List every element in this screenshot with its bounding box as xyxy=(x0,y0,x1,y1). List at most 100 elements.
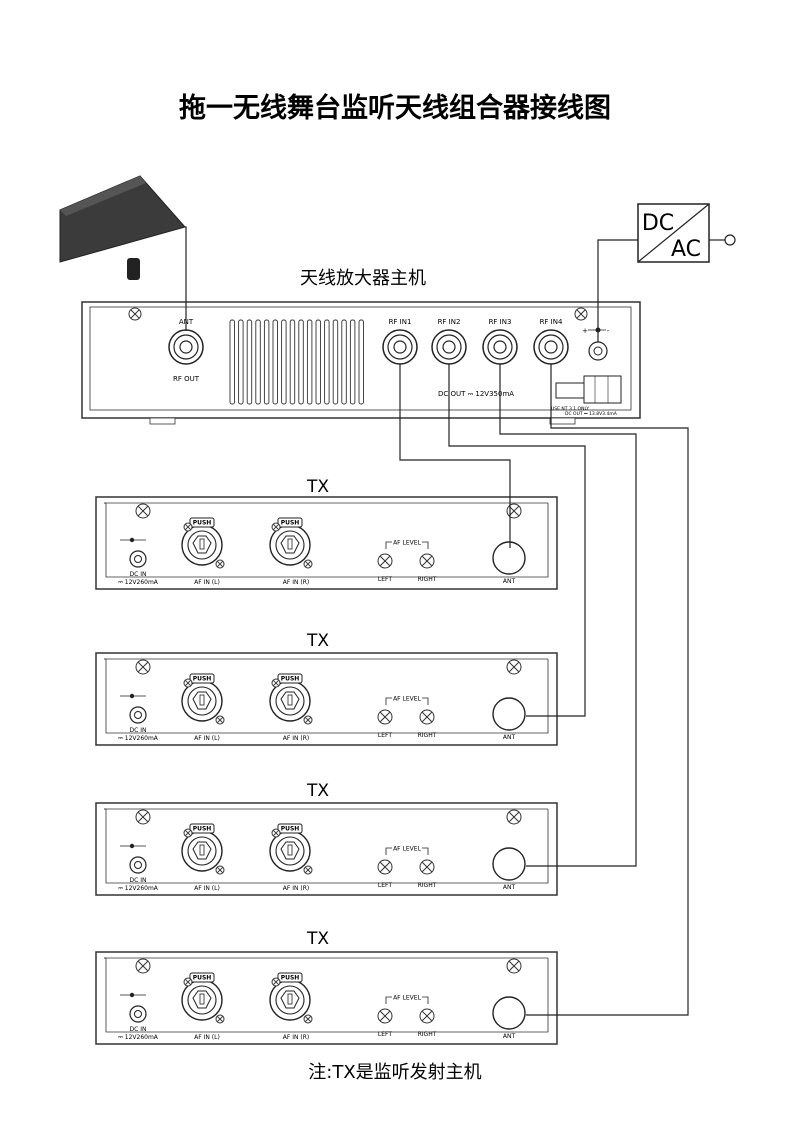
push-label: PUSH xyxy=(281,826,300,833)
vent-slot xyxy=(298,319,304,405)
rf-in1-label: RF IN1 xyxy=(389,318,412,326)
screw-icon xyxy=(271,977,281,987)
af-in-r-label: AF IN (R) xyxy=(283,885,309,892)
screw-icon xyxy=(506,809,522,825)
vent-slot xyxy=(306,319,313,405)
screw-icon xyxy=(377,859,393,875)
rf-in-connector-icon xyxy=(431,329,467,365)
screw-icon xyxy=(419,1008,435,1024)
tx3-label: TX xyxy=(306,781,329,801)
dc-in-jack-icon xyxy=(120,992,147,1023)
screw-icon xyxy=(419,859,435,875)
ventilation-grille xyxy=(229,319,364,405)
vent-slot xyxy=(358,319,364,405)
tx2-label: TX xyxy=(306,631,329,651)
rf-in4-label: RF IN4 xyxy=(540,318,563,326)
xlr-combo-jack-icon xyxy=(269,823,311,872)
vent-slot xyxy=(281,319,287,405)
screw-icon xyxy=(215,559,225,569)
bnc-connector-icon xyxy=(168,329,204,365)
dc-rating-label: ⎓ 12V260mA xyxy=(118,1034,159,1041)
adapter-text: USE NT 3.1 ONLY xyxy=(551,406,589,412)
rf-in-connector-icon xyxy=(533,329,569,365)
screw-icon xyxy=(128,307,142,321)
af-in-l-label: AF IN (L) xyxy=(194,579,220,586)
adapter-rating: DC OUT ⎓ 13.8V3.4mA xyxy=(565,411,618,417)
tx-ant-connector-icon xyxy=(492,996,526,1030)
xlr-combo-jack-icon xyxy=(181,517,223,566)
left-label: LEFT xyxy=(378,576,392,583)
screw-icon xyxy=(135,659,151,675)
push-label: PUSH xyxy=(193,676,212,683)
vent-slot xyxy=(238,319,244,405)
af-in-l-label: AF IN (L) xyxy=(194,735,220,742)
dc-in-label: DC IN xyxy=(130,571,147,578)
polarity-plus: + xyxy=(582,327,588,335)
push-label: PUSH xyxy=(281,520,300,527)
screw-icon xyxy=(303,559,313,569)
xlr-combo-jack-icon xyxy=(269,517,311,566)
dc-out-label: DC OUT ⎓ 12V350mA xyxy=(438,390,514,398)
right-label: RIGHT xyxy=(418,1031,437,1038)
af-in-l-label: AF IN (L) xyxy=(194,885,220,892)
right-label: RIGHT xyxy=(418,732,437,739)
screw-icon xyxy=(135,958,151,974)
tx-ant-connector-icon xyxy=(492,697,526,731)
screw-icon xyxy=(183,522,193,532)
screw-icon xyxy=(183,678,193,688)
dc-label: DC xyxy=(642,211,674,236)
rf-out-label: RF OUT xyxy=(173,375,200,383)
push-label: PUSH xyxy=(193,975,212,982)
screw-icon xyxy=(215,865,225,875)
vent-slot xyxy=(315,319,321,405)
screw-icon xyxy=(574,307,588,321)
screw-icon xyxy=(215,715,225,725)
screw-icon xyxy=(303,715,313,725)
screw-icon xyxy=(506,958,522,974)
screw-icon xyxy=(271,828,281,838)
screw-icon xyxy=(183,828,193,838)
dc-rating-label: ⎓ 12V260mA xyxy=(118,735,159,742)
screw-icon xyxy=(377,553,393,569)
vent-slot xyxy=(289,319,296,405)
tx4-label: TX xyxy=(306,929,329,949)
rf-in3-label: RF IN3 xyxy=(489,318,512,326)
af-in-r-label: AF IN (R) xyxy=(283,579,309,586)
tx-ant-connector-icon xyxy=(492,541,526,575)
screw-icon xyxy=(506,659,522,675)
vent-slot xyxy=(332,319,339,405)
af-level-label: AF LEVEL xyxy=(393,696,421,703)
dc-in-label: DC IN xyxy=(130,877,147,884)
ac-label: AC xyxy=(671,237,701,262)
tx1-label: TX xyxy=(306,477,329,497)
push-label: PUSH xyxy=(281,975,300,982)
vent-slot xyxy=(255,319,261,405)
dc-in-jack-icon xyxy=(120,843,147,874)
xlr-combo-jack-icon xyxy=(181,972,223,1021)
vent-slot xyxy=(341,319,347,405)
right-label: RIGHT xyxy=(418,576,437,583)
left-label: LEFT xyxy=(378,732,392,739)
af-in-r-label: AF IN (R) xyxy=(283,1034,309,1041)
power-supply: DC AC xyxy=(637,203,736,263)
xlr-combo-jack-icon xyxy=(269,673,311,722)
polarity-minus: - xyxy=(607,327,610,335)
amplifier-label: 天线放大器主机 xyxy=(300,268,426,289)
af-level-label: AF LEVEL xyxy=(393,540,421,547)
dc-in-label: DC IN xyxy=(130,727,147,734)
tx-ant-label: ANT xyxy=(503,884,516,891)
left-label: LEFT xyxy=(378,882,392,889)
right-label: RIGHT xyxy=(418,882,437,889)
screw-icon xyxy=(303,1014,313,1024)
xlr-combo-jack-icon xyxy=(181,673,223,722)
af-in-r-label: AF IN (R) xyxy=(283,735,309,742)
dc-in-label: DC IN xyxy=(130,1026,147,1033)
dc-rating-label: ⎓ 12V260mA xyxy=(118,579,159,586)
screw-icon xyxy=(419,553,435,569)
tx-ant-label: ANT xyxy=(503,734,516,741)
af-level-label: AF LEVEL xyxy=(393,846,421,853)
